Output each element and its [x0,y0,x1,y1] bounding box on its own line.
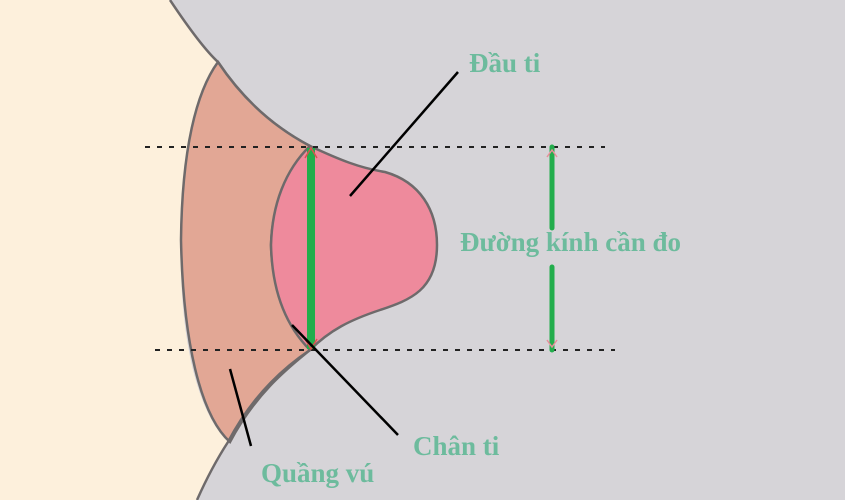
nipple-base-leader-line [291,324,399,436]
nipple-leader-line [349,71,459,197]
nipple-label: Đầu ti [469,48,541,78]
skin-region [0,0,228,500]
areola-leader-line [228,368,253,447]
diameter-label: Đường kính cần đo [460,227,681,257]
diameter-arrowhead-top [546,148,558,158]
nipple-base-label: Chân ti [413,431,500,461]
diameter-arrowhead-bottom [546,339,558,349]
skin-edge-bottom [195,348,311,500]
nipple-region [269,144,439,352]
areola-label: Quầng vú [261,458,375,488]
measure-arrowhead-top [304,146,318,159]
